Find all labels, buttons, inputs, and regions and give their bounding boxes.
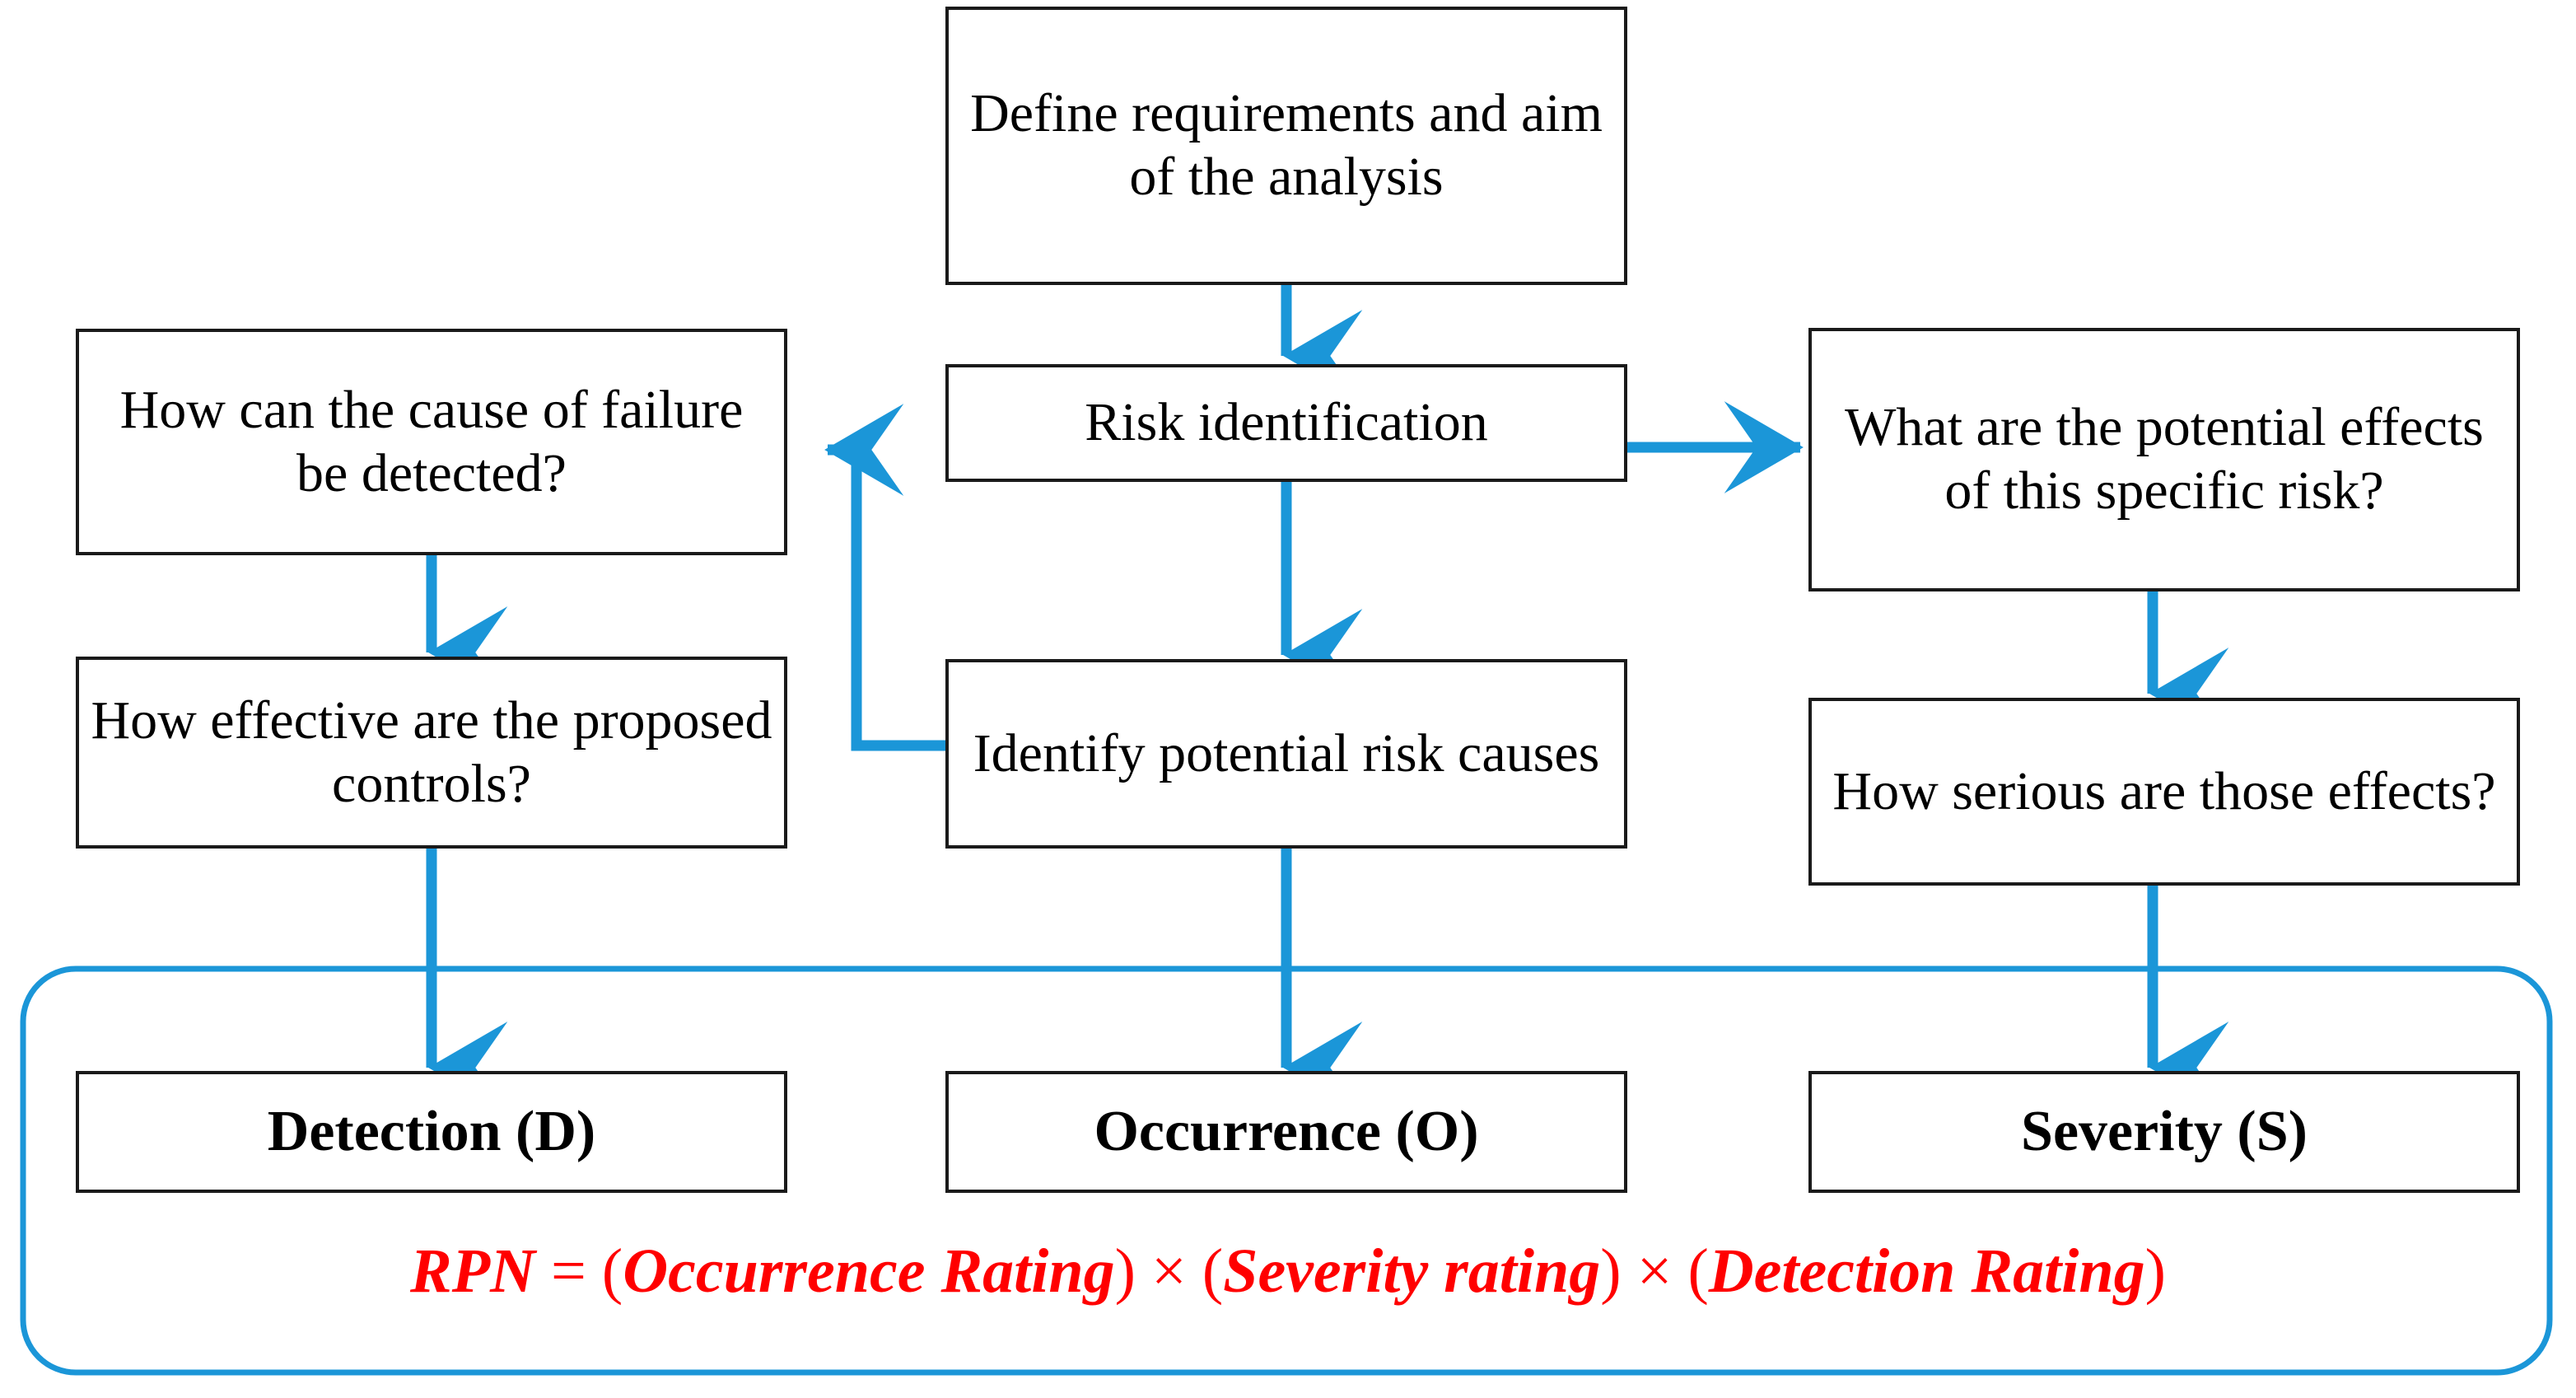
node-risk-identification[interactable]: Risk identification — [945, 364, 1627, 482]
rpn-close-paren-3: ) — [2144, 1237, 2166, 1306]
rpn-times-2: × — [1621, 1237, 1688, 1306]
rpn-close-paren-2: ) — [1600, 1237, 1622, 1306]
node-define-requirements[interactable]: Define requirements and aim of the analy… — [945, 7, 1627, 285]
rpn-term-detection: Detection Rating — [1708, 1237, 2145, 1306]
rpn-lhs: RPN — [410, 1237, 536, 1306]
node-effective-controls[interactable]: How effective are the proposed controls? — [76, 657, 787, 849]
edge-identify-causes-to-cause-detected — [824, 404, 945, 751]
node-cause-detected-label: How can the cause of failure be detected… — [119, 379, 744, 503]
node-detection[interactable]: Detection (D) — [76, 1071, 787, 1193]
node-cause-detected[interactable]: How can the cause of failure be detected… — [76, 329, 787, 555]
node-severity-label: Severity (S) — [2021, 1100, 2308, 1164]
node-severity[interactable]: Severity (S) — [1808, 1071, 2520, 1193]
node-detection-label: Detection (D) — [267, 1100, 596, 1164]
rpn-formula: RPN = (Occurrence Rating) × (Severity ra… — [0, 1236, 2576, 1307]
node-occurrence-label: Occurrence (O) — [1094, 1100, 1479, 1164]
node-define-requirements-label: Define requirements and aim of the analy… — [970, 83, 1603, 207]
rpn-equals: = — [535, 1237, 602, 1306]
rpn-term-severity: Severity rating — [1223, 1237, 1601, 1306]
node-how-serious[interactable]: How serious are those effects? — [1808, 698, 2520, 886]
node-potential-effects-label: What are the potential effects of this s… — [1845, 397, 2484, 521]
node-how-serious-label: How serious are those effects? — [1832, 760, 2496, 821]
rpn-times-1: × — [1135, 1237, 1202, 1306]
node-risk-identification-label: Risk identification — [1085, 392, 1488, 453]
rpn-open-paren-2: ( — [1202, 1237, 1224, 1306]
node-identify-causes[interactable]: Identify potential risk causes — [945, 659, 1627, 849]
rpn-open-paren-3: ( — [1687, 1237, 1709, 1306]
rpn-open-paren-1: ( — [601, 1237, 623, 1306]
node-effective-controls-label: How effective are the proposed controls? — [91, 690, 772, 814]
node-occurrence[interactable]: Occurrence (O) — [945, 1071, 1627, 1193]
rpn-close-paren-1: ) — [1114, 1237, 1136, 1306]
node-identify-causes-label: Identify potential risk causes — [973, 722, 1600, 783]
node-potential-effects[interactable]: What are the potential effects of this s… — [1808, 328, 2520, 591]
rpn-term-occurrence: Occurrence Rating — [623, 1237, 1115, 1306]
